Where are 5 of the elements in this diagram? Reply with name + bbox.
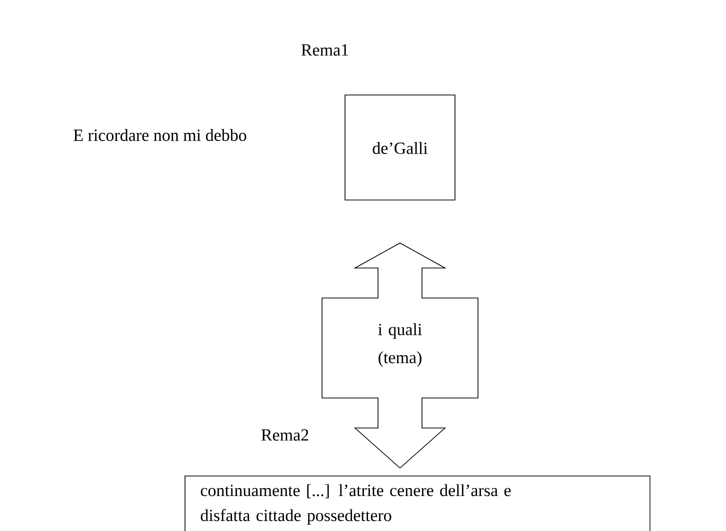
label: E ricordare non mi debbo xyxy=(74,129,246,141)
label: Rema1 xyxy=(301,44,348,56)
text-box: de’Galli xyxy=(344,94,456,200)
label: Rema2 xyxy=(261,429,308,441)
text-box: continuamente [...] l’atrite cenere dell’arsa e disfatta cittade possedettero xyxy=(184,476,650,531)
